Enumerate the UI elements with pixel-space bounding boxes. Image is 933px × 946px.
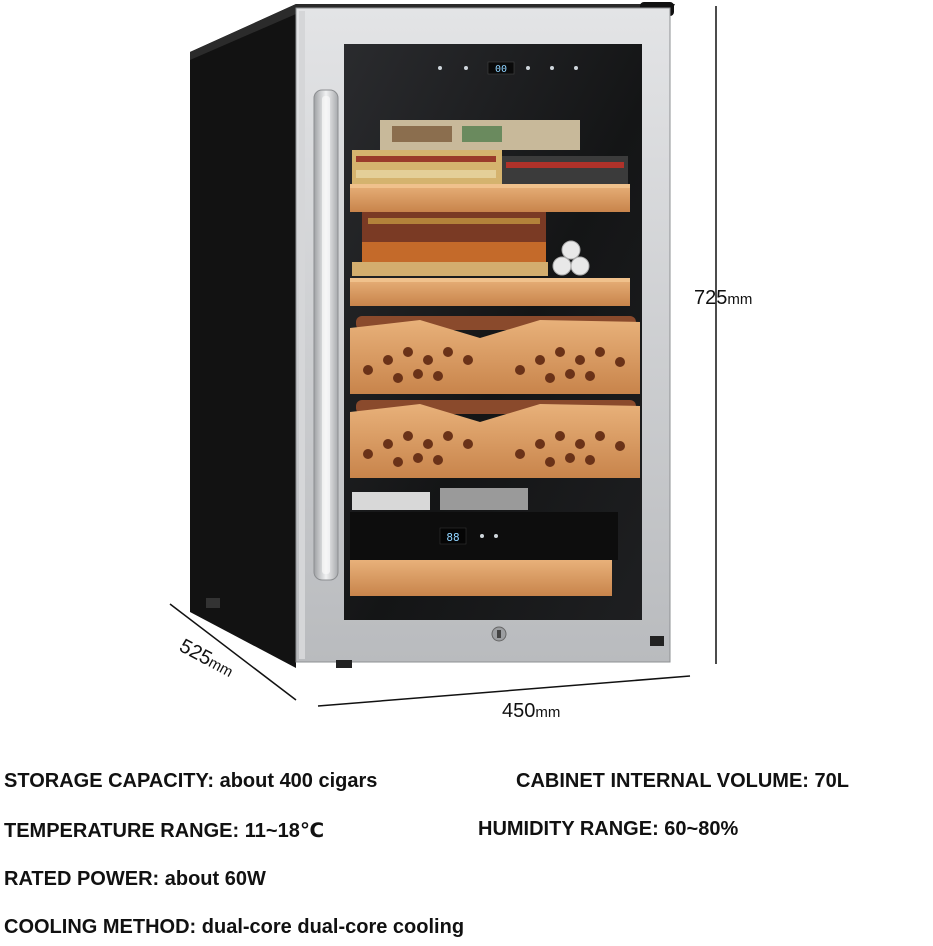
spec-label: RATED POWER: xyxy=(4,868,160,890)
height-unit: mm xyxy=(727,291,752,308)
spec-value: dual-core dual-core cooling xyxy=(196,916,465,938)
width-dimension: 450mm xyxy=(317,675,691,722)
svg-text:450mm: 450mm xyxy=(502,700,560,722)
svg-text:725mm: 725mm xyxy=(694,287,752,309)
spec-row-2: TEMPERATURE RANGE: 11~18℃ HUMIDITY RANGE… xyxy=(4,818,929,848)
spec-value: 70L xyxy=(808,770,849,792)
spec-row-3: RATED POWER: about 60W xyxy=(4,868,929,898)
top-display-readout: 00 xyxy=(495,64,507,75)
top-control-panel: 00 xyxy=(438,61,578,75)
spec-label: TEMPERATURE RANGE: xyxy=(4,820,240,842)
width-value: 450 xyxy=(502,700,535,722)
cabinet-side xyxy=(190,4,296,668)
spec-value: about 400 cigars xyxy=(214,770,378,792)
spec-value: 60~80% xyxy=(658,818,739,840)
spec-internal-volume: CABINET INTERNAL VOLUME: 70L xyxy=(516,770,849,793)
height-dimension: 725mm xyxy=(694,6,752,664)
lock-icon xyxy=(491,626,507,642)
cedar-drawer-2 xyxy=(350,400,640,478)
cabinet-foot xyxy=(650,636,664,646)
spec-label: STORAGE CAPACITY: xyxy=(4,770,215,792)
spec-row-1: STORAGE CAPACITY: about 400 cigars CABIN… xyxy=(4,770,929,800)
upper-shelf xyxy=(350,120,630,212)
spec-rated-power: RATED POWER: about 60W xyxy=(4,868,266,891)
spec-row-4: COOLING METHOD: dual-core dual-core cool… xyxy=(4,916,929,946)
door-handle xyxy=(313,89,339,581)
spec-storage-capacity: STORAGE CAPACITY: about 400 cigars xyxy=(4,770,377,793)
height-value: 725 xyxy=(694,287,727,309)
width-unit: mm xyxy=(535,704,560,721)
specifications: STORAGE CAPACITY: about 400 cigars CABIN… xyxy=(0,760,933,946)
svg-text:525mm: 525mm xyxy=(176,635,238,682)
spec-label: HUMIDITY RANGE: xyxy=(478,818,659,840)
middle-shelf xyxy=(350,212,630,306)
cedar-drawer-1 xyxy=(350,316,640,394)
drawer-display-readout: 88 xyxy=(446,531,459,544)
cigar-humidor-illustration: 00 xyxy=(169,2,752,722)
spec-value: 11~18℃ xyxy=(239,820,325,842)
spec-humidity-range: HUMIDITY RANGE: 60~80% xyxy=(478,818,738,841)
cabinet-foot xyxy=(336,660,352,668)
spec-value: about 60W xyxy=(159,868,266,890)
spec-cooling-method: COOLING METHOD: dual-core dual-core cool… xyxy=(4,916,464,939)
spec-temperature-range: TEMPERATURE RANGE: 11~18℃ xyxy=(4,818,324,843)
spec-label: COOLING METHOD: xyxy=(4,916,197,938)
spec-label: CABINET INTERNAL VOLUME: xyxy=(516,770,809,792)
bottom-compartment: 88 xyxy=(350,488,618,596)
